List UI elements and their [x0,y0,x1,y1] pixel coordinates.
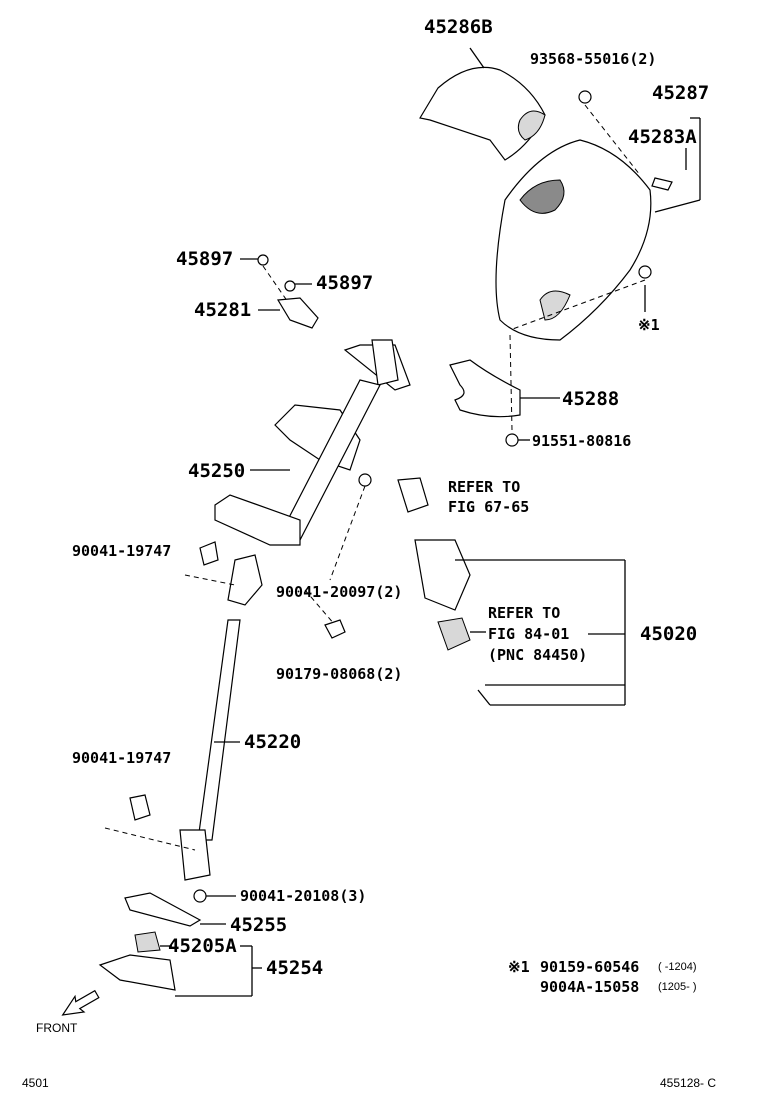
label-45897-a: 45897 [176,248,234,270]
refer-2-line-1: REFER TO [488,604,561,622]
label-45205a: 45205A [168,935,237,957]
note-range-2: (1205- ) [658,981,697,993]
note-part-2: 9004A-15058 [540,978,640,996]
refer-2-line-3: (PNC 84450) [488,646,588,664]
front-label: FRONT [36,1021,78,1035]
label-91551: 91551-80816 [532,432,632,450]
refer-1-line-2: FIG 67-65 [448,498,530,516]
lower-column-cover [495,117,701,341]
label-45255: 45255 [230,914,288,936]
label-90041-20108: 90041-20108(3) [240,887,367,905]
label-45286b: 45286B [424,16,493,38]
label-45254: 45254 [266,957,324,979]
label-90041-19747-b: 90041-19747 [72,749,172,767]
label-45020: 45020 [640,623,698,645]
label-90041-19747-a: 90041-19747 [72,542,172,560]
upper-column-cover [419,47,546,161]
label-45288: 45288 [562,388,620,410]
note-mark: ※1 [508,958,530,976]
label-45897-b: 45897 [316,272,374,294]
note-part-1: 90159-60546 [540,958,640,976]
label-45220: 45220 [244,731,302,753]
refer-1-line-1: REFER TO [448,478,521,496]
label-90041-20097: 90041-20097(2) [276,583,403,601]
refer-2-line-2: FIG 84-01 [488,625,570,643]
label-93568: 93568-55016(2) [530,50,657,68]
page-code-left: 4501 [22,1076,49,1090]
steering-column-assembly [214,339,411,606]
note-mark-small: ※1 [638,316,660,334]
page-code-right: 455128- C [660,1076,717,1090]
label-45287: 45287 [652,82,710,104]
label-45250: 45250 [188,460,246,482]
label-45283a: 45283A [628,126,697,148]
column-bracket [449,334,560,447]
intermediate-shaft [179,619,241,881]
label-45281: 45281 [194,299,252,321]
note-range-1: ( -1204) [658,961,697,973]
label-90179: 90179-08068(2) [276,665,403,683]
